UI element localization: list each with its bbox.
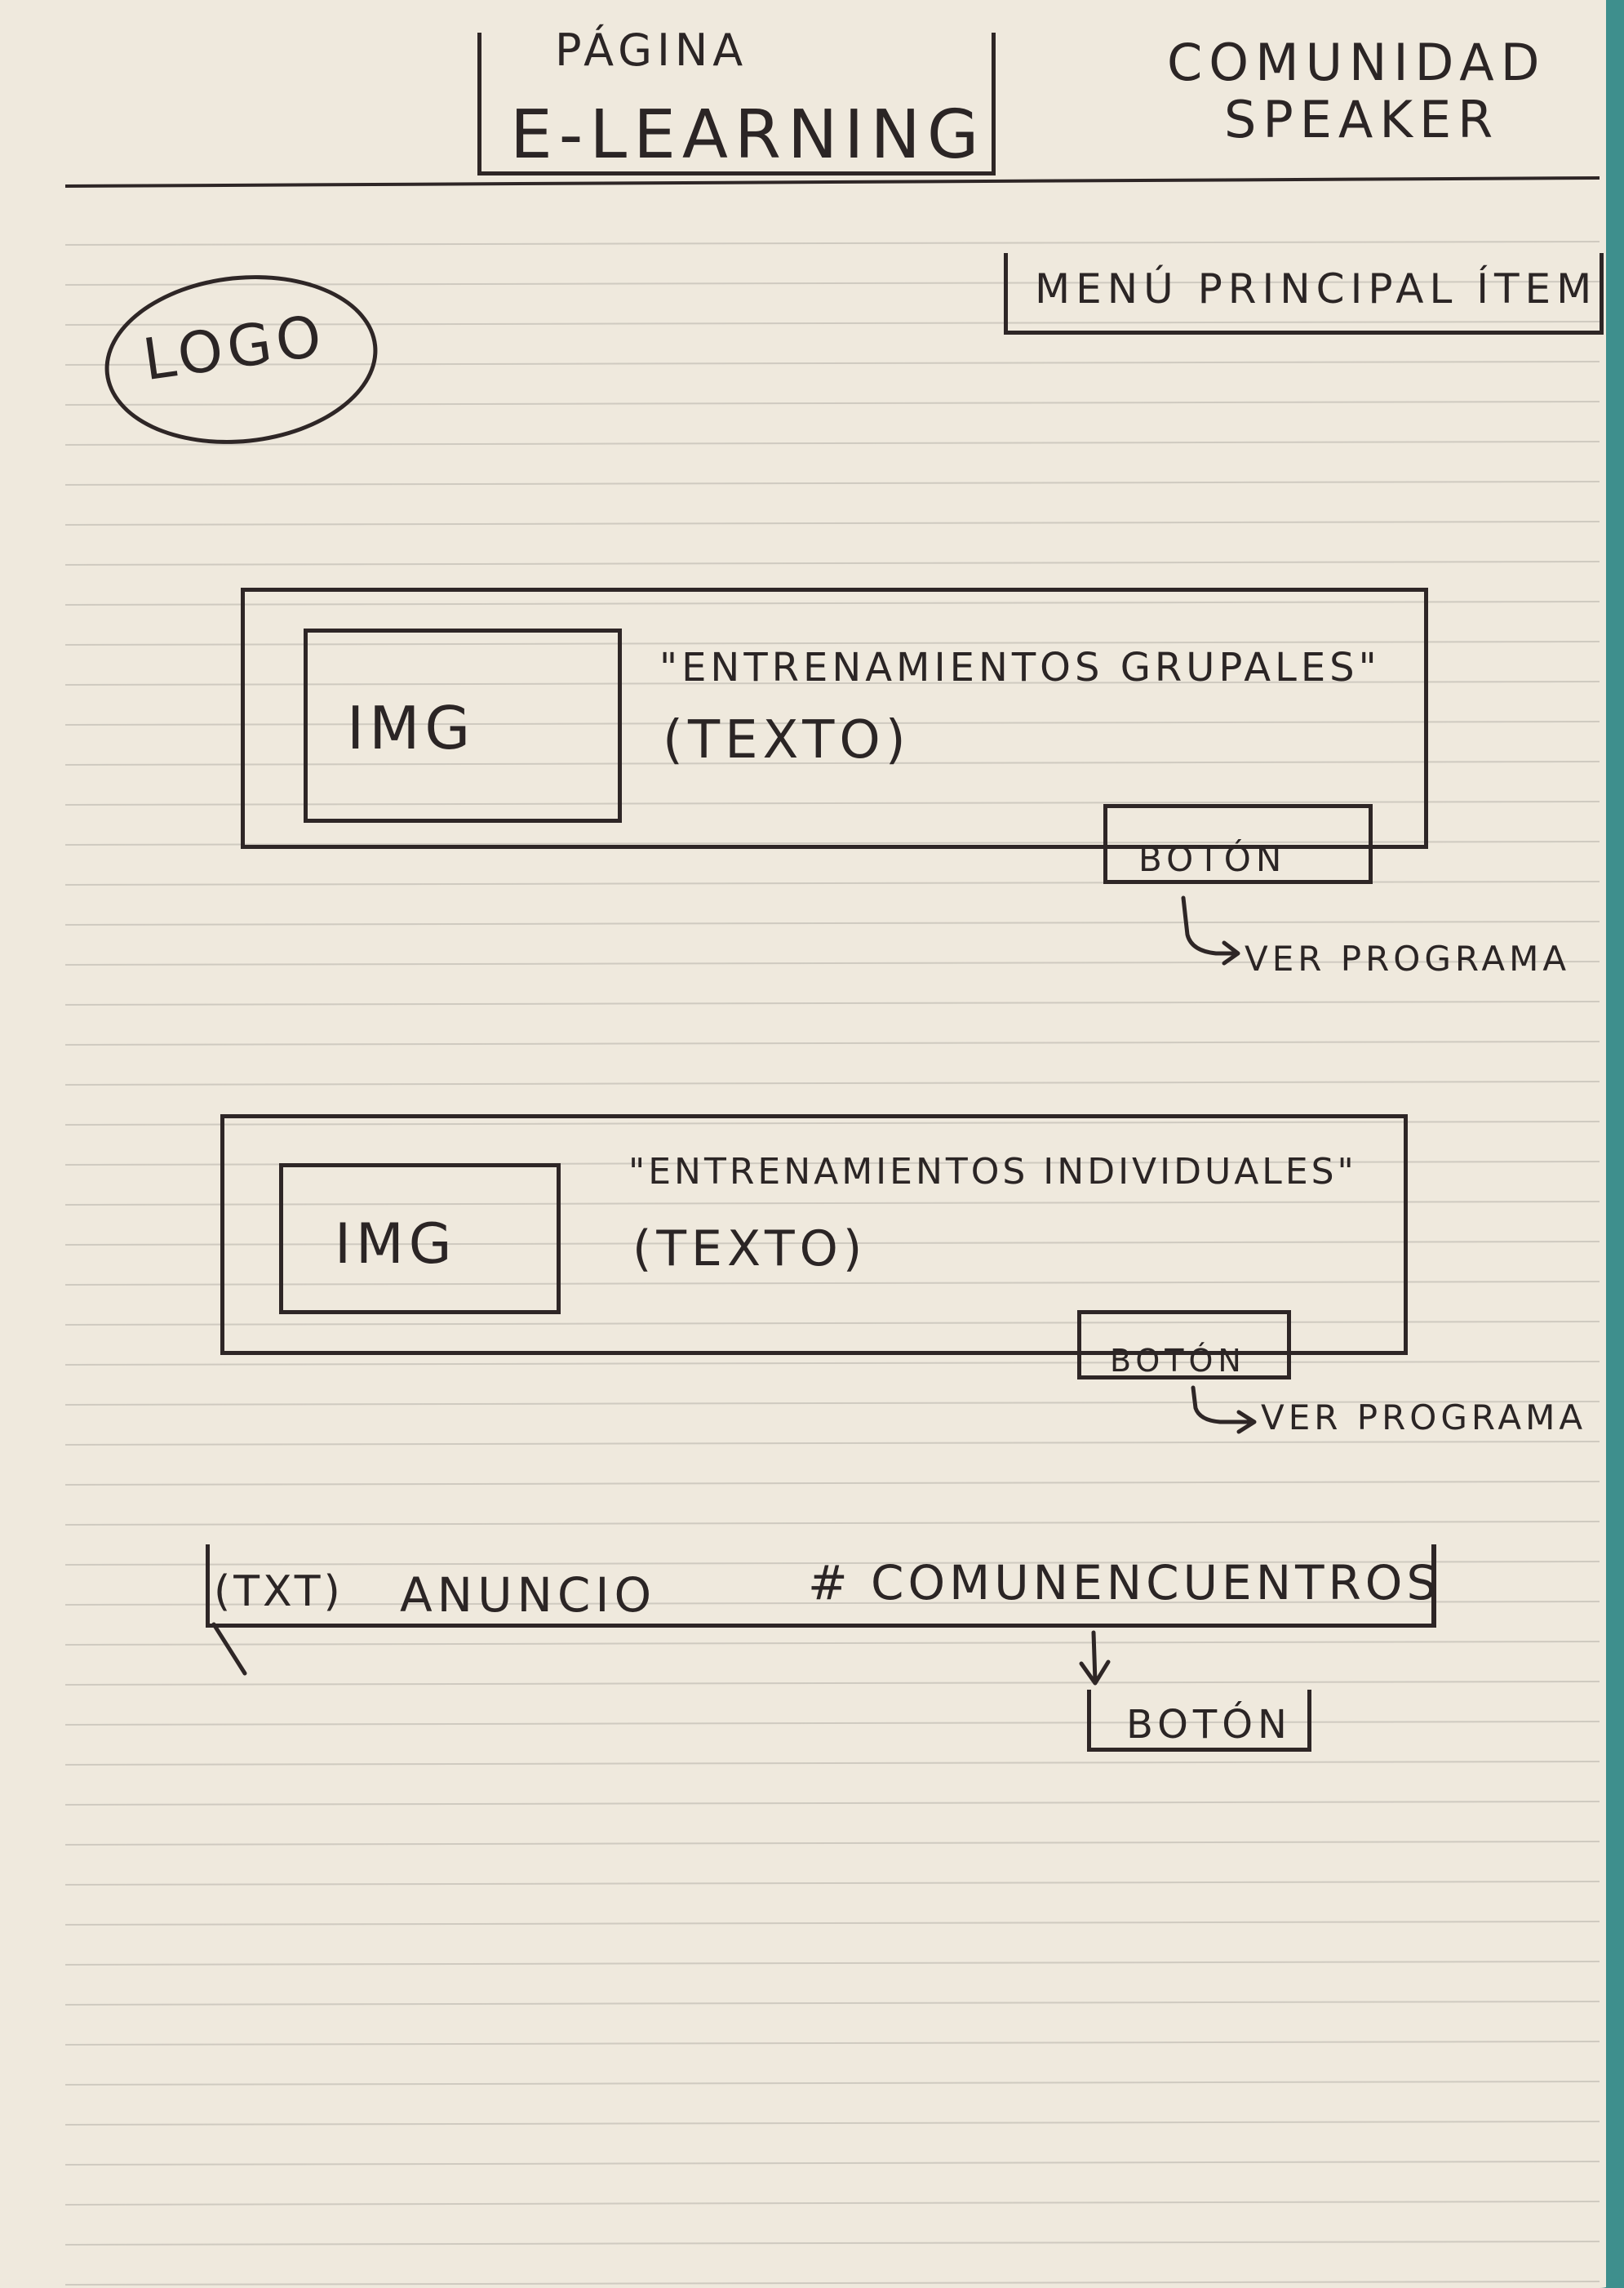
group-training-title: "ENTRENAMIENTOS GRUPALES" <box>659 645 1381 691</box>
ruled-line <box>64 2001 1600 2006</box>
ruled-line <box>64 1081 1600 1086</box>
group-training-button-label: BOTÓN <box>1138 839 1287 879</box>
ruled-line <box>64 1401 1600 1406</box>
ruled-line <box>64 761 1600 766</box>
ruled-line <box>64 481 1600 486</box>
individual-training-button[interactable] <box>1077 1310 1291 1379</box>
arrow-icon <box>1191 1385 1257 1434</box>
individual-training-card <box>220 1114 1408 1355</box>
ruled-line <box>64 1721 1600 1726</box>
group-training-button[interactable] <box>1103 804 1373 884</box>
ruled-line <box>64 1641 1600 1646</box>
announcement-txt-tag: (TXT) <box>214 1567 344 1616</box>
ruled-line <box>64 841 1600 846</box>
ruled-line <box>64 241 1600 246</box>
ruled-line <box>64 1481 1600 1486</box>
community-line-1: COMUNIDAD <box>1167 33 1546 92</box>
ruled-line <box>64 921 1600 926</box>
ruled-line <box>64 721 1600 726</box>
ruled-line <box>64 1561 1600 1566</box>
ruled-line <box>64 1921 1600 1926</box>
ruled-line <box>64 641 1600 646</box>
ruled-line <box>64 601 1600 606</box>
announcement-button-label: BOTÓN <box>1126 1702 1292 1748</box>
ruled-line <box>64 1521 1600 1526</box>
ruled-line <box>64 1881 1600 1886</box>
ruled-line <box>64 2161 1600 2166</box>
ruled-line <box>64 1241 1600 1246</box>
ruled-line <box>64 1041 1600 1046</box>
arrow-icon <box>1079 1630 1111 1686</box>
ruled-line <box>64 2281 1600 2286</box>
ruled-line <box>64 2081 1600 2086</box>
ruled-line <box>64 681 1600 686</box>
ruled-line <box>64 961 1600 966</box>
ruled-line <box>64 2201 1600 2206</box>
announcement-hashtag: # COMUNENCUENTROS <box>808 1555 1441 1610</box>
ruled-line <box>64 1361 1600 1366</box>
page-kicker: PÁGINA <box>555 24 748 76</box>
ruled-line <box>64 1201 1600 1206</box>
group-training-card <box>241 588 1428 849</box>
group-training-image-label: IMG <box>347 694 476 762</box>
ruled-line <box>64 441 1600 446</box>
ruled-line <box>64 1961 1600 1966</box>
individual-training-title: "ENTRENAMIENTOS INDIVIDUALES" <box>628 1151 1357 1193</box>
community-line-2: SPEAKER <box>1224 90 1500 149</box>
ruled-line <box>64 1601 1600 1606</box>
individual-training-image-label: IMG <box>335 1212 457 1277</box>
main-menu-label: MENÚ PRINCIPAL ÍTEM <box>1035 265 1598 313</box>
announcement-bar <box>206 1544 1436 1628</box>
ruled-line <box>64 361 1600 366</box>
group-training-image <box>304 629 622 823</box>
ruled-line <box>64 401 1600 406</box>
individual-training-button-note: VER PROGRAMA <box>1261 1397 1587 1437</box>
ruled-line <box>64 2241 1600 2246</box>
group-training-button-note: VER PROGRAMA <box>1245 939 1571 979</box>
ruled-line <box>64 321 1600 326</box>
ruled-line <box>64 1841 1600 1846</box>
ruled-line <box>64 801 1600 806</box>
page-edge <box>1606 0 1624 2288</box>
announcement-button[interactable] <box>1087 1690 1311 1752</box>
ruled-line <box>64 1321 1600 1326</box>
ruled-line <box>64 1801 1600 1806</box>
group-training-subtitle: (TEXTO) <box>663 710 911 771</box>
ruled-line <box>64 561 1600 566</box>
ruled-line <box>64 1681 1600 1686</box>
individual-training-subtitle: (TEXTO) <box>632 1220 867 1277</box>
ruled-line <box>64 1281 1600 1286</box>
main-menu[interactable] <box>1004 253 1604 335</box>
ruled-line <box>64 1121 1600 1126</box>
arrow-icon <box>211 1622 247 1676</box>
individual-training-image <box>279 1163 561 1314</box>
ruled-line <box>64 2121 1600 2126</box>
ruled-line <box>64 1761 1600 1766</box>
ruled-line <box>64 1441 1600 1446</box>
page-title-box <box>477 33 996 175</box>
ruled-line <box>64 2041 1600 2046</box>
ruled-line <box>64 521 1600 526</box>
ruled-line <box>64 1001 1600 1006</box>
announcement-text: ANUNCIO <box>400 1567 657 1623</box>
page-title: E-LEARNING <box>510 96 986 174</box>
ruled-line <box>64 281 1600 286</box>
arrow-icon <box>1181 895 1240 966</box>
individual-training-button-label: BOTÓN <box>1110 1343 1246 1379</box>
